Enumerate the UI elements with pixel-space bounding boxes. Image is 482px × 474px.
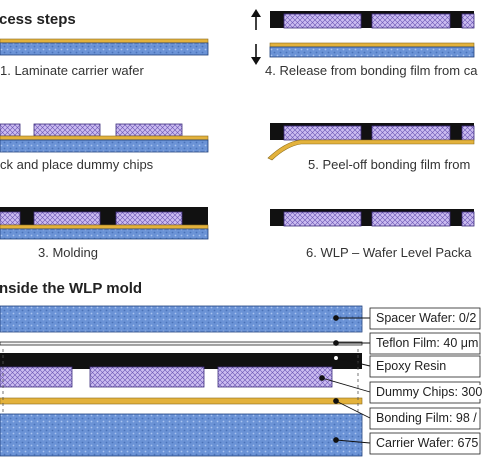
step1-stack	[0, 38, 209, 56]
wlp-mold-heading: nside the WLP mold	[0, 280, 143, 297]
step2-carrier-wafer	[0, 139, 209, 153]
step-3-label: 3. Molding	[38, 245, 98, 260]
legend-dummy-chips: Dummy Chips: 300	[376, 385, 482, 399]
step5-stack	[267, 123, 475, 161]
step2-chip-2	[33, 123, 101, 137]
legend-boxes	[369, 307, 481, 455]
step-1-label: 1. Laminate carrier wafer	[0, 63, 144, 78]
mold-chip-2	[89, 366, 205, 388]
step2-stack	[0, 123, 209, 153]
legend-carrier-wafer: Carrier Wafer: 675	[376, 436, 479, 450]
leader-dot-bonding-film	[333, 398, 339, 404]
step-6-label: 6. WLP – Wafer Level Packa	[306, 245, 472, 260]
step3-chip-1	[0, 211, 21, 226]
step-4-label: 4. Release from bonding film from ca	[265, 63, 478, 78]
legend-epoxy-resin: Epoxy Resin	[376, 359, 447, 373]
process-steps-heading: cess steps	[0, 11, 76, 28]
step2-bonding-film	[0, 135, 209, 141]
legend-bonding-film: Bonding Film: 98 /	[376, 411, 477, 425]
step6-stack	[270, 209, 475, 227]
step1-bonding-film	[0, 38, 209, 44]
step-2-label: ck and place dummy chips	[0, 157, 154, 172]
step5-chip-2	[371, 125, 451, 141]
step2-chip-1	[0, 123, 21, 137]
leader-dot-epoxy-resin	[333, 355, 339, 361]
step6-chip-3	[461, 211, 475, 227]
mold-chip-3	[217, 366, 333, 388]
step4-stack	[251, 9, 475, 65]
step3-chip-3	[115, 211, 183, 226]
leader-epoxy-resin	[335, 357, 371, 367]
mold-bonding-film	[0, 397, 363, 405]
step1-carrier-wafer	[0, 42, 209, 56]
mold-teflon-film	[0, 341, 363, 346]
step4-chip-3	[461, 13, 475, 29]
mold-epoxy-resin	[0, 353, 362, 369]
leader-bonding-film	[335, 400, 371, 419]
step6-chip-1	[283, 211, 362, 227]
step4-down-arrow-icon	[251, 57, 261, 65]
step4-chip-2	[371, 13, 451, 29]
mold-spacer-wafer	[0, 305, 363, 333]
step6-chip-2	[371, 211, 451, 227]
step5-peeling-bonding-film	[267, 139, 475, 161]
mold-carrier-wafer	[0, 413, 363, 457]
leader-lines	[319, 315, 371, 444]
step4-carrier-wafer	[269, 46, 475, 58]
step5-chip-3	[461, 125, 475, 141]
step5-chip-1	[283, 125, 362, 141]
legend-teflon-film: Teflon Film: 40 μm	[376, 336, 479, 350]
mold-chip-1	[0, 366, 73, 388]
mold-cross-section	[0, 305, 363, 457]
step4-bonding-film	[269, 42, 475, 48]
step4-chip-1	[283, 13, 362, 29]
step4-up-arrow-icon	[251, 9, 261, 17]
step3-carrier-wafer	[0, 228, 209, 240]
step3-chip-2	[33, 211, 101, 226]
step3-bonding-film	[0, 224, 209, 230]
step2-chip-3	[115, 123, 183, 137]
leader-dot-dummy-chips	[319, 375, 325, 381]
leader-dummy-chips	[321, 377, 371, 393]
leader-carrier-wafer	[335, 439, 371, 444]
leader-dot-carrier-wafer	[333, 437, 339, 443]
step-5-label: 5. Peel-off bonding film from	[308, 157, 471, 172]
leader-dot-spacer-wafer	[333, 315, 339, 321]
leader-dot-teflon-film	[333, 340, 339, 346]
step3-stack	[0, 207, 209, 240]
legend-spacer-wafer: Spacer Wafer: 0/2	[376, 311, 477, 325]
